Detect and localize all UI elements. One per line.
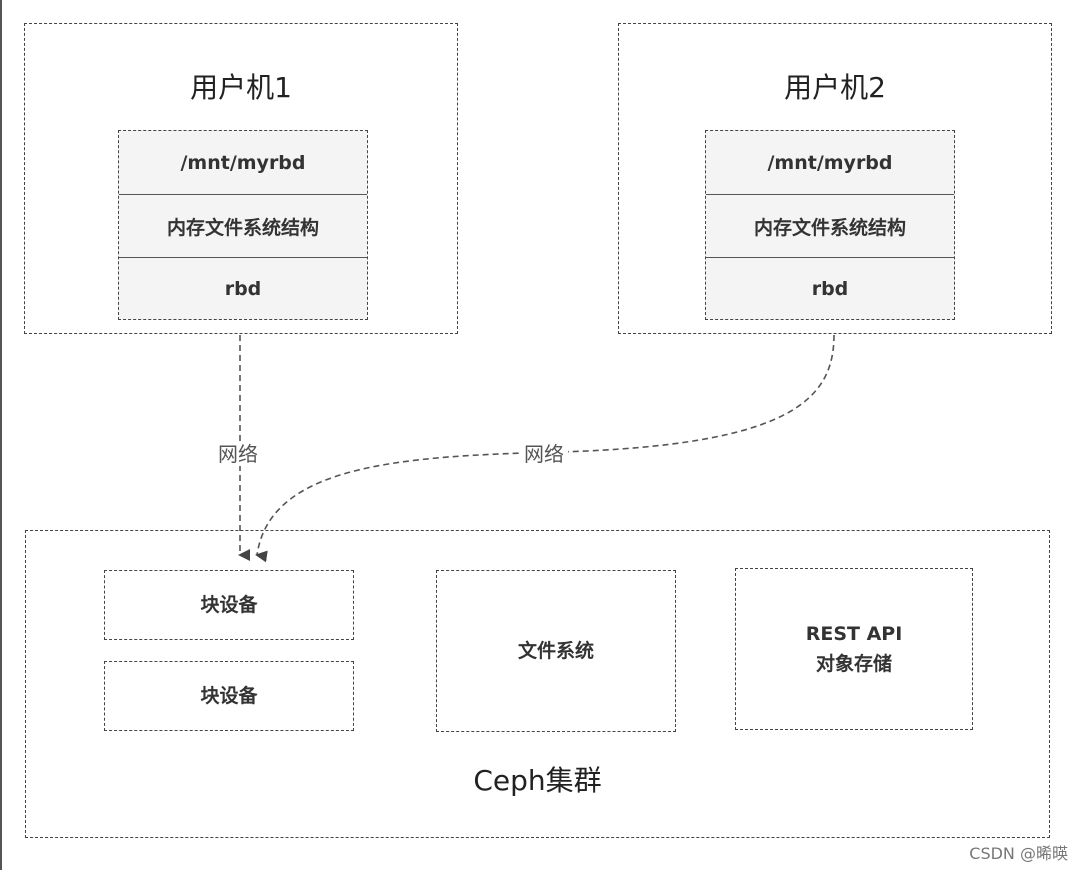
object-storage-label: 对象存储 (815, 653, 892, 675)
host-1-box: 用户机1 /mnt/myrbd 内存文件系统结构 rbd (24, 23, 458, 334)
filesystem-label: 文件系统 (517, 640, 594, 662)
host-2-rbd-layer: rbd (706, 257, 954, 319)
host-2-memfs-layer: 内存文件系统结构 (706, 194, 954, 257)
host-2-title: 用户机2 (784, 71, 886, 104)
host-2-stack: /mnt/myrbd 内存文件系统结构 rbd (705, 130, 955, 320)
host-1-mount-layer: /mnt/myrbd (180, 151, 306, 174)
ceph-cluster-box: 块设备 块设备 文件系统 REST API 对象存储 Ceph集群 (25, 530, 1050, 838)
rest-api-label: REST API (805, 623, 903, 645)
block-device-1-label: 块设备 (200, 594, 258, 616)
network-label-host-2: 网络 (520, 442, 568, 466)
network-label-host-1: 网络 (214, 442, 262, 466)
host-1-stack: /mnt/myrbd 内存文件系统结构 rbd (118, 130, 368, 320)
cluster-title: Ceph集群 (473, 764, 602, 797)
filesystem-service: 文件系统 (436, 570, 676, 732)
block-device-2-label: 块设备 (200, 685, 258, 707)
block-device-2: 块设备 (104, 661, 354, 731)
host-1-memfs-layer: 内存文件系统结构 (119, 194, 367, 257)
block-device-1: 块设备 (104, 570, 354, 640)
host-2-box: 用户机2 /mnt/myrbd 内存文件系统结构 rbd (618, 23, 1052, 334)
host-2-mount-layer: /mnt/myrbd (767, 151, 893, 174)
network-link-host-2 (255, 334, 835, 563)
object-storage-service: REST API 对象存储 (735, 568, 973, 730)
host-1-rbd-layer: rbd (119, 257, 367, 319)
image-left-border (0, 0, 2, 870)
host-1-title: 用户机1 (190, 71, 292, 104)
csdn-watermark: CSDN @晞暎 (969, 844, 1068, 863)
